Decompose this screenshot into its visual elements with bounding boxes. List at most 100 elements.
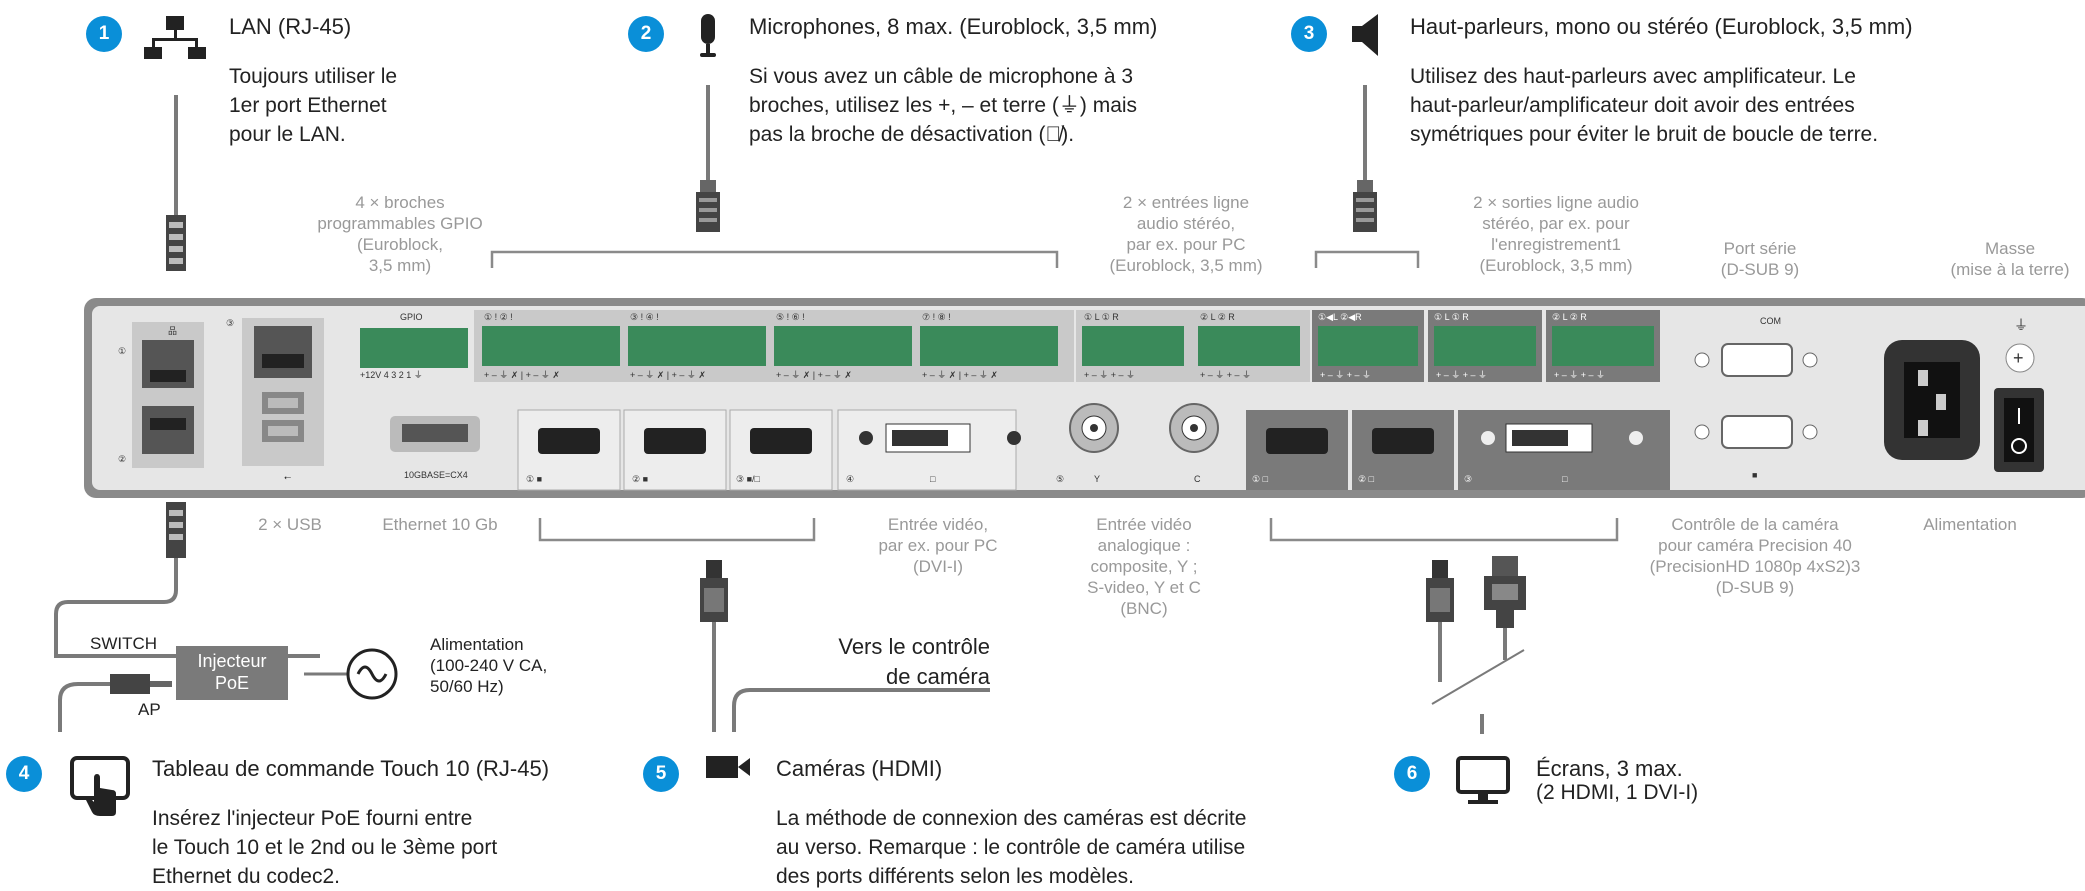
svg-text:■: ■ xyxy=(1752,470,1757,480)
lan-plug-top xyxy=(166,215,186,271)
label-line: 3,5 mm) xyxy=(368,256,432,275)
section-title-touch10: Tableau de commande Touch 10 (RJ-45) xyxy=(152,756,550,781)
svg-text:③: ③ xyxy=(1464,474,1472,484)
svg-text:GPIO: GPIO xyxy=(400,312,423,322)
svg-text:□: □ xyxy=(930,474,936,484)
svg-text:② ■: ② ■ xyxy=(632,474,648,484)
label-line: par ex. pour PC xyxy=(1126,235,1246,254)
label-line: 2 × sorties ligne audio xyxy=(1473,193,1639,212)
svg-text:② L ② R: ② L ② R xyxy=(1552,312,1587,322)
label-line: (Euroblock, xyxy=(357,235,443,254)
label-line: (D-SUB 9) xyxy=(1715,578,1795,597)
label-line: l'enregistrement1 xyxy=(1491,235,1621,254)
svg-text:10GBASE=CX4: 10GBASE=CX4 xyxy=(404,470,468,480)
label-line: (Euroblock, 3,5 mm) xyxy=(1479,256,1633,275)
label-analog-in: Entrée vidéo analogique : composite, Y ;… xyxy=(1064,514,1224,619)
codec-rear-panel: ①② 品 ③ ⭠ GPIO +12V 4 3 2 1 ⏚ 10GBASE=CX4… xyxy=(84,298,2085,498)
svg-text:③ ! ④ !: ③ ! ④ ! xyxy=(630,312,659,322)
label-line: S-video, Y et C xyxy=(1087,578,1201,597)
speaker-icon xyxy=(1352,14,1378,56)
label-line: 50/60 Hz) xyxy=(430,677,504,696)
svg-text:+ – ⏚ + – ⏚: + – ⏚ + – ⏚ xyxy=(1554,370,1605,380)
body-line: broches, utilisez les +, – et terre (⏚) … xyxy=(749,94,1138,117)
svg-text:① L ① R: ① L ① R xyxy=(1084,312,1119,322)
display-cable-break xyxy=(1431,649,1525,705)
label-line: 4 × broches xyxy=(355,193,445,212)
ap-plug xyxy=(110,674,150,694)
section-title-lan: LAN (RJ-45) xyxy=(229,14,352,39)
section-title-cameras: Caméras (HDMI) xyxy=(776,756,943,781)
label-line: composite, Y ; xyxy=(1090,557,1198,576)
label-line: (100-240 V CA, xyxy=(430,656,548,675)
section-body-displays: (2 HDMI, 1 DVI-I) xyxy=(1536,778,1698,807)
section-body-lan: Toujours utiliser le 1er port Ethernet p… xyxy=(229,62,397,149)
label-line: Port série xyxy=(1723,239,1797,258)
lan-plug-bottom xyxy=(166,502,186,558)
section-title-speakers: Haut-parleurs, mono ou stéréo (Euroblock… xyxy=(1410,14,1913,39)
body-line: Ethernet du codec2. xyxy=(152,865,340,888)
body-line: pas la broche de désactivation (🎙̸). xyxy=(749,123,1075,146)
display-icon xyxy=(1456,756,1510,804)
svg-text:② □: ② □ xyxy=(1358,474,1375,484)
svg-text:⏚: ⏚ xyxy=(2014,317,2028,333)
label-switch: SWITCH xyxy=(90,634,158,653)
label-line: Contrôle de la caméra xyxy=(1671,515,1839,534)
svg-text:+ – ⏚ + – ⏚: + – ⏚ + – ⏚ xyxy=(1320,370,1371,380)
body-line: des ports différents selon les modèles. xyxy=(776,865,1134,888)
label-line: analogique : xyxy=(1097,536,1191,555)
svg-text:+ – ⏚ + – ⏚: + – ⏚ + – ⏚ xyxy=(1200,370,1251,380)
svg-text:③ ■/□: ③ ■/□ xyxy=(736,474,761,484)
lan-icon xyxy=(144,16,206,59)
switch-cable xyxy=(54,558,320,658)
svg-text:⑦ ! ⑧ !: ⑦ ! ⑧ ! xyxy=(922,312,951,322)
label-line: 2 × entrées ligne xyxy=(1122,193,1250,212)
body-line: 1er port Ethernet xyxy=(229,94,387,117)
body-line: Insérez l'injecteur PoE fourni entre xyxy=(152,807,473,830)
label-line: (Euroblock, 3,5 mm) xyxy=(1109,256,1263,275)
label-line: Vers le contrôle xyxy=(838,634,990,659)
label-line: Alimentation xyxy=(430,635,524,654)
svg-text:+ – ⏚ ✗ | + – ⏚ ✗: + – ⏚ ✗ | + – ⏚ ✗ xyxy=(484,370,560,380)
label-line: pour caméra Precision 40 xyxy=(1658,536,1852,555)
body-line: Utilisez des haut-parleurs avec amplific… xyxy=(1410,65,1856,88)
body-line: au verso. Remarque : le contrôle de camé… xyxy=(776,836,1246,859)
label-dvi-in: Entrée vidéo, par ex. pour PC (DVI-I) xyxy=(858,514,1018,577)
body-line: pour le LAN. xyxy=(229,123,346,146)
body-line: Si vous avez un câble de microphone à 3 xyxy=(749,65,1134,88)
label-usb: 2 × USB xyxy=(258,515,322,534)
section-body-microphones: Si vous avez un câble de microphone à 3 … xyxy=(749,62,1137,149)
label-audio-in: 2 × entrées ligne audio stéréo, par ex. … xyxy=(1086,192,1286,276)
mic-plug xyxy=(696,180,720,232)
microphone-icon xyxy=(700,14,716,57)
label-audio-out: 2 × sorties ligne audio stéréo, par ex. … xyxy=(1436,192,1676,276)
label-ethernet-10g: Ethernet 10 Gb xyxy=(382,515,498,534)
svg-text:①◀L ②◀R: ①◀L ②◀R xyxy=(1318,312,1362,322)
label-line: Entrée vidéo xyxy=(1096,515,1192,534)
svg-text:+12V 4 3 2 1 ⏚: +12V 4 3 2 1 ⏚ xyxy=(360,370,423,380)
svg-text:COM: COM xyxy=(1760,316,1781,326)
svg-text:③: ③ xyxy=(226,318,234,328)
label-line: audio stéréo, xyxy=(1136,214,1236,233)
label-line: (BNC) xyxy=(1120,599,1168,618)
step-badge-4: 4 xyxy=(6,756,42,792)
poe-injector: Injecteur PoE xyxy=(176,646,288,700)
label-line: de caméra xyxy=(886,664,990,689)
ap-cable xyxy=(58,682,110,732)
label-line: stéréo, par ex. pour xyxy=(1482,214,1630,233)
body-line: (2 HDMI, 1 DVI-I) xyxy=(1536,781,1699,804)
label-serial: Port série (D-SUB 9) xyxy=(1700,238,1820,280)
speaker-plug xyxy=(1353,180,1377,232)
body-line: symétriques pour éviter le bruit de bouc… xyxy=(1410,123,1879,146)
svg-text:① ! ② !: ① ! ② ! xyxy=(484,312,513,322)
touch-panel-icon xyxy=(70,756,130,816)
body-line: le Touch 10 et le 2nd ou le 3ème port xyxy=(152,836,498,859)
svg-text:①: ① xyxy=(118,346,126,356)
label-ground: Masse (mise à la terre) xyxy=(1940,238,2080,280)
camera-hdmi-plug xyxy=(700,560,728,622)
label-ap: AP xyxy=(138,700,161,719)
svg-text:① □: ① □ xyxy=(1252,474,1269,484)
svg-text:+ – ⏚ ✗ | + – ⏚ ✗: + – ⏚ ✗ | + – ⏚ ✗ xyxy=(630,370,706,380)
svg-text:+ – ⏚ + – ⏚: + – ⏚ + – ⏚ xyxy=(1084,370,1135,380)
section-body-speakers: Utilisez des haut-parleurs avec amplific… xyxy=(1410,62,1878,149)
svg-text:① L ① R: ① L ① R xyxy=(1434,312,1469,322)
